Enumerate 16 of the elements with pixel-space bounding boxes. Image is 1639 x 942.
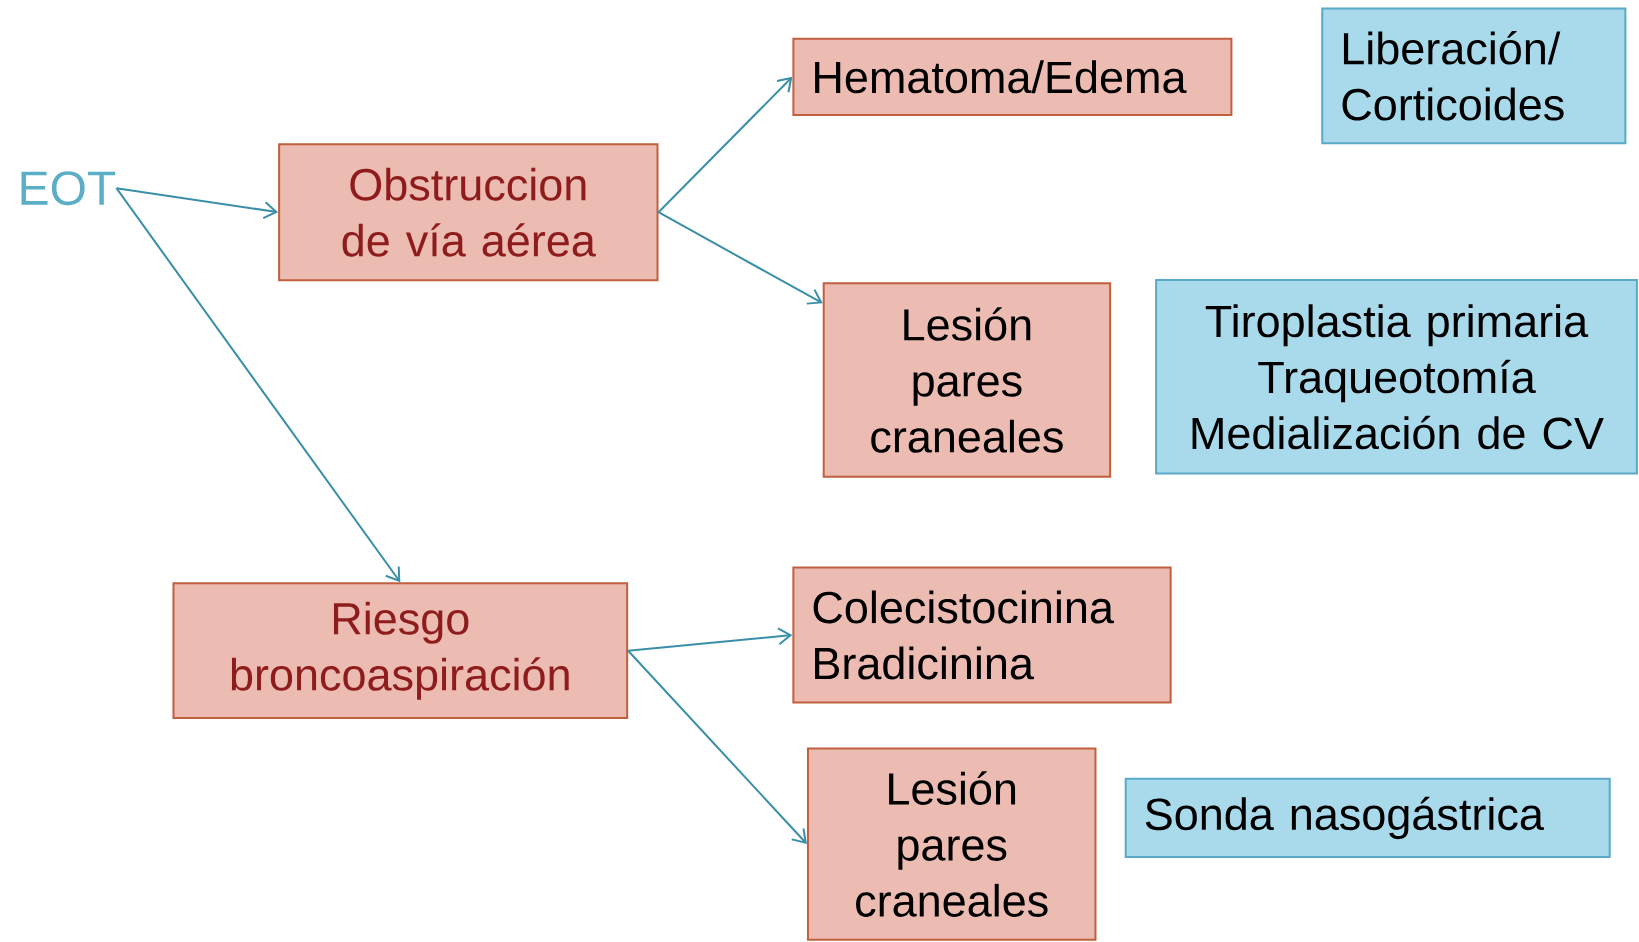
note-box: Liberación/ Corticoides xyxy=(1321,7,1627,145)
arrow xyxy=(657,211,823,305)
start-label: EOT xyxy=(21,171,116,206)
process-box: Lesión pares craneales xyxy=(806,747,1097,941)
arrow xyxy=(627,649,807,845)
arrow xyxy=(115,187,401,583)
process-box: Colecistocinina Bradicinina xyxy=(792,566,1172,704)
arrow xyxy=(627,627,793,652)
process-box: Hematoma/Edema xyxy=(792,37,1233,116)
process-box: Riesgo broncoaspiración xyxy=(172,582,629,720)
arrow xyxy=(115,187,279,220)
arrow xyxy=(657,76,793,214)
process-box: Lesión pares craneales xyxy=(822,282,1112,478)
process-box: Obstruccion de vía aérea xyxy=(278,143,659,282)
note-box: Tiroplastia primaria Traqueotomía Medialización de CV xyxy=(1155,279,1638,475)
note-box: Sonda nasogástrica xyxy=(1124,777,1611,859)
